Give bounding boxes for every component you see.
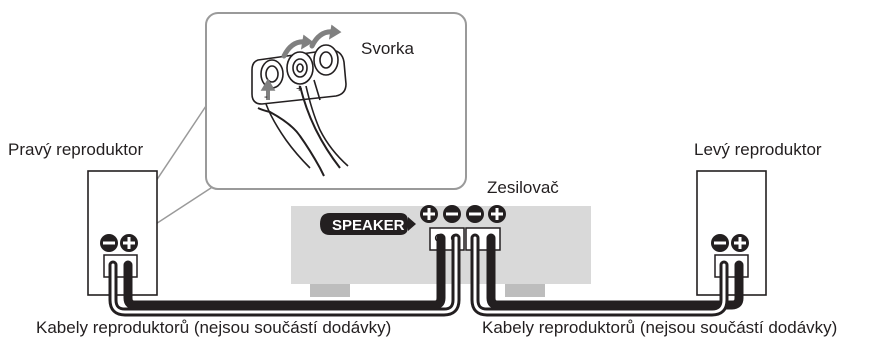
minus-icon: [711, 234, 729, 252]
left-speaker: Levý reproduktor: [694, 140, 822, 296]
plus-icon: [731, 234, 749, 252]
plus-icon: [420, 205, 438, 223]
right-speaker: Pravý reproduktor: [8, 140, 158, 296]
minus-icon: [466, 205, 484, 223]
speaker-cable-right-channel: [108, 233, 461, 317]
speaker-cable-left-channel: [470, 233, 744, 317]
callout-box: [205, 12, 467, 190]
minus-icon: [100, 234, 118, 252]
amplifier-label: Zesilovač: [487, 178, 559, 197]
minus-icon: [443, 205, 461, 223]
terminal-label: Svorka: [361, 39, 414, 58]
speaker-badge: SPEAKER: [320, 213, 416, 235]
terminal-illustration: [251, 24, 349, 177]
right-speaker-label: Pravý reproduktor: [8, 140, 143, 159]
minus-mark: -: [264, 91, 268, 103]
terminal-callout: + - Svorka: [113, 12, 467, 248]
amp-foot: [505, 280, 545, 297]
speaker-badge-text: SPEAKER: [332, 217, 405, 234]
cable-caption-right: Kabely reproduktorů (nejsou součástí dod…: [482, 318, 837, 337]
left-speaker-label: Levý reproduktor: [694, 140, 822, 159]
plus-icon: [488, 205, 506, 223]
amp-foot: [310, 280, 350, 297]
plus-icon: [120, 234, 138, 252]
plus-mark: +: [296, 83, 302, 95]
cable-caption-left: Kabely reproduktorů (nejsou součástí dod…: [36, 318, 391, 337]
